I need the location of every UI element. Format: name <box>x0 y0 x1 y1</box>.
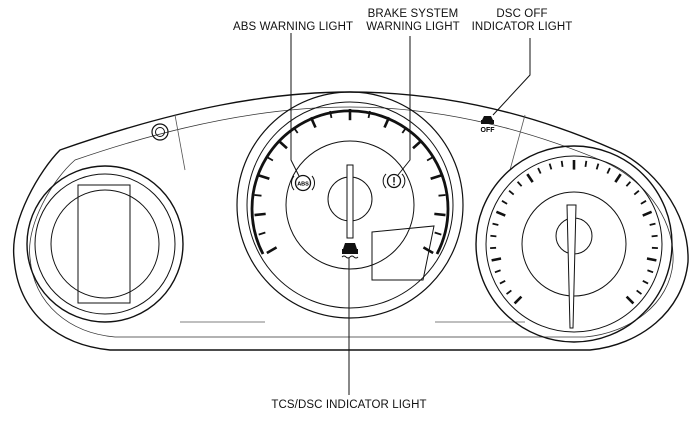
speedometer-tick <box>595 163 600 170</box>
tachometer-tick <box>254 212 266 217</box>
leader-lines <box>290 33 531 395</box>
tachometer-tick <box>292 126 299 134</box>
speedometer-gauge <box>475 145 673 343</box>
brake-warning-icon <box>382 173 406 189</box>
speedometer-tick <box>516 181 523 187</box>
left-gauge <box>26 165 184 323</box>
tachometer-tick <box>258 174 270 181</box>
tachometer-tick <box>258 231 266 236</box>
tachometer-needle <box>346 164 354 239</box>
speedometer-tick <box>640 200 647 205</box>
speedometer-tick <box>505 289 512 295</box>
tachometer-tick <box>266 156 274 162</box>
svg-text:OFF: OFF <box>481 127 496 134</box>
tachometer-tick <box>309 116 317 129</box>
speedometer-tick <box>495 210 506 217</box>
tachometer-tick <box>254 194 262 197</box>
tachometer-tick <box>438 194 446 197</box>
tachometer-tick <box>266 246 278 255</box>
tachometer-ticks <box>254 109 446 255</box>
tachometer-tick <box>434 231 442 236</box>
tachometer-tick <box>434 212 446 217</box>
abs-warning-icon: ABS <box>290 174 316 192</box>
speedometer-tick <box>647 269 654 274</box>
speedometer-tick <box>649 222 656 226</box>
tachometer-tick <box>412 139 423 150</box>
tachometer-tick <box>430 174 442 181</box>
speedometer-tick <box>625 295 635 305</box>
speedometer-tick <box>491 257 502 262</box>
speedometer-tick <box>584 160 588 167</box>
speedometer-tick <box>508 190 515 196</box>
tachometer-tick <box>277 139 288 150</box>
speedometer-needle <box>566 204 577 329</box>
tachometer-tick <box>383 116 391 129</box>
tachometer-tick <box>426 156 434 162</box>
tachometer-tick <box>367 110 371 119</box>
speedometer-tick <box>513 295 523 305</box>
speedometer-tick <box>490 234 497 238</box>
dsc-off-indicator-light-label: DSC OFF INDICATOR LIGHT <box>471 8 573 33</box>
tachometer-gauge <box>236 91 464 319</box>
tachometer-tick <box>329 110 333 119</box>
speedometer-tick <box>492 222 499 226</box>
speedometer-tick <box>633 190 640 196</box>
speedometer-ticks <box>490 160 658 305</box>
tachometer-tick <box>401 126 408 134</box>
tcs-dsc-indicator-light-label: TCS/DSC INDICATOR LIGHT <box>271 399 427 411</box>
svg-text:ABS: ABS <box>297 182 309 188</box>
cluster-housing <box>12 91 689 351</box>
tcs-dsc-icon <box>341 243 359 259</box>
speedometer-tick <box>537 167 542 174</box>
brake-system-warning-light-label: BRAKE SYSTEM WARNING LIGHT <box>366 8 460 33</box>
speedometer-tick <box>625 181 632 187</box>
speedometer-tick <box>560 160 564 167</box>
speedometer-tick <box>646 257 657 262</box>
speedometer-tick <box>642 210 653 217</box>
speedometer-tick <box>614 173 622 183</box>
dsc-off-icon: OFF <box>481 116 496 134</box>
speedometer-tick <box>501 200 508 205</box>
digital-display <box>371 225 435 281</box>
speedometer-tick <box>526 173 534 183</box>
trip-knob <box>151 123 169 141</box>
speedometer-tick <box>606 167 611 174</box>
speedometer-tick <box>651 234 658 238</box>
speedometer-tick <box>494 269 501 274</box>
tachometer-tick <box>422 246 434 255</box>
speedometer-tick <box>636 289 643 295</box>
speedometer-tick <box>548 163 553 170</box>
abs-warning-light-label: ABS WARNING LIGHT <box>233 21 354 33</box>
speedometer-tick <box>499 279 506 285</box>
speedometer-tick <box>642 279 649 285</box>
